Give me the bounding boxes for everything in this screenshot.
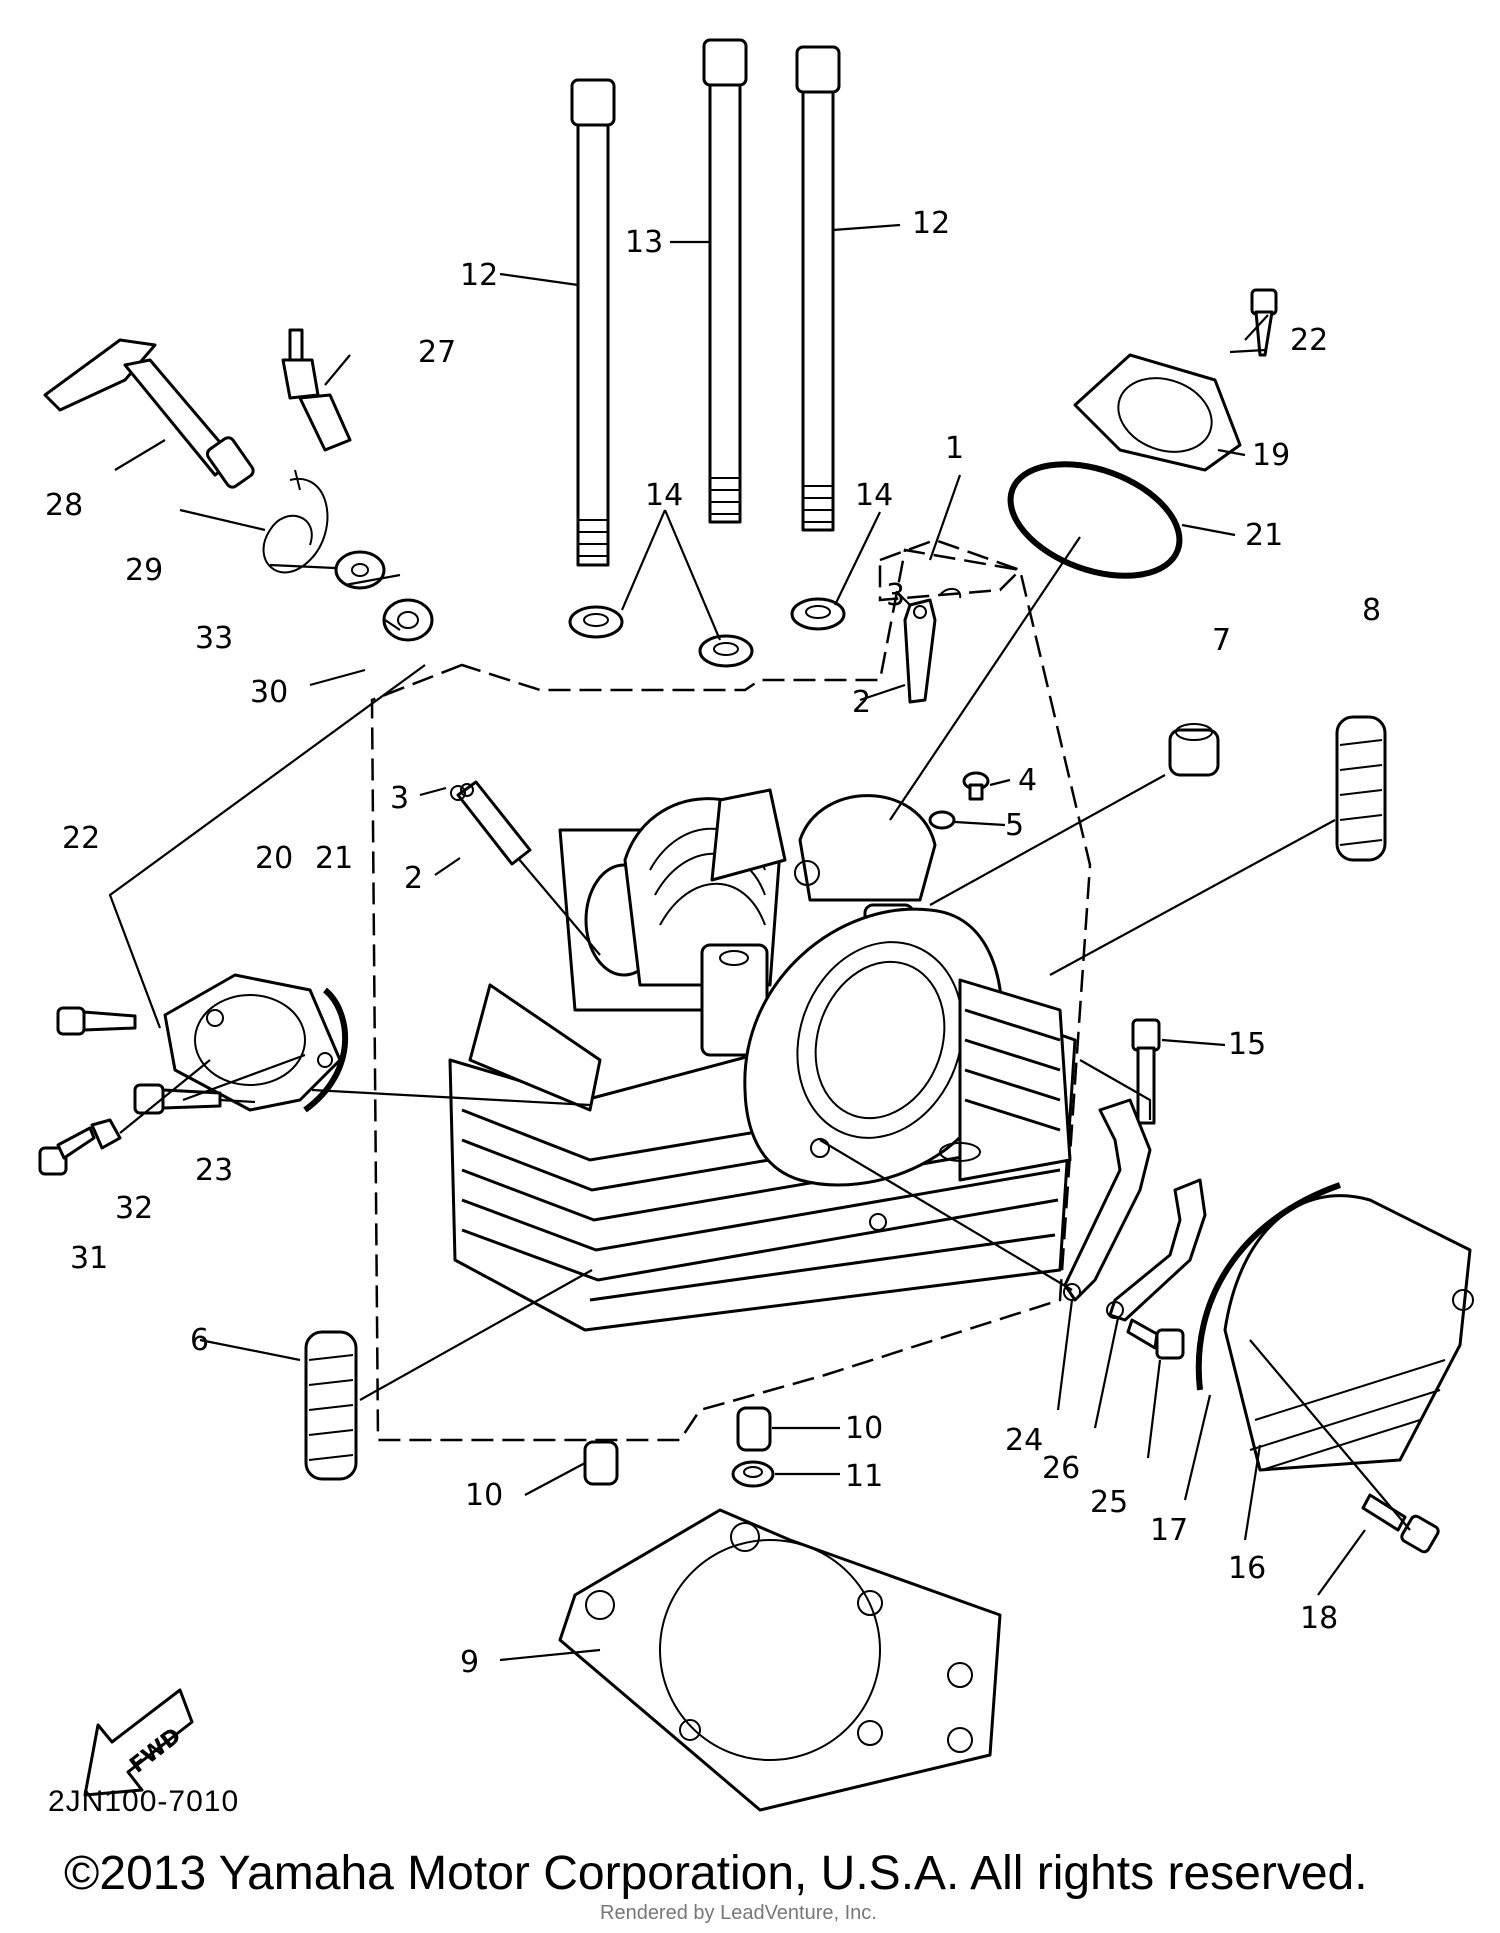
valve-guide-upper (903, 598, 937, 704)
seal-10-left (583, 1440, 619, 1486)
gasket-17 (1195, 1182, 1341, 1391)
callout-1: 1 (945, 431, 964, 466)
callout-8: 8 (1362, 593, 1381, 628)
dowel-pin-6 (304, 1330, 358, 1481)
head-gasket (558, 1508, 1002, 1812)
screw-4 (962, 771, 990, 801)
callout-28: 28 (45, 488, 83, 523)
bolt-washer-right (790, 597, 846, 631)
callout-3-upper: 3 (886, 578, 905, 613)
callout-2-lower: 2 (404, 861, 423, 896)
bolt-22-upper (1250, 288, 1278, 357)
callout-24: 24 (1005, 1423, 1043, 1458)
assembly-boundary-head (370, 548, 1092, 1442)
valve-guide-clip-upper (939, 587, 962, 599)
callout-13: 13 (625, 225, 663, 260)
flange-19 (1073, 353, 1242, 472)
callout-18: 18 (1300, 1601, 1338, 1636)
drawing-code: 2JN100-7010 (48, 1785, 240, 1818)
callout-9: 9 (460, 1645, 479, 1680)
callout-21-left: 21 (315, 841, 353, 876)
callout-32: 32 (115, 1191, 153, 1226)
seal-30 (382, 598, 434, 642)
spark-plug (281, 328, 352, 452)
valve-guide-clip-lower (450, 785, 466, 801)
callout-31: 31 (70, 1241, 108, 1276)
bracket-26 (1106, 1178, 1207, 1322)
plug-7 (1168, 723, 1220, 777)
callout-25: 25 (1090, 1485, 1128, 1520)
leader-lines (108, 223, 1411, 1662)
side-cover-20 (163, 973, 342, 1112)
callout-19: 19 (1252, 438, 1290, 473)
callout-12-left: 12 (460, 258, 498, 293)
tappet-cover-16 (1223, 1194, 1474, 1472)
washer-5 (928, 810, 956, 830)
callout-6: 6 (190, 1323, 209, 1358)
bolt-18 (1361, 1493, 1440, 1554)
assembly-boundary-valve (878, 538, 1023, 602)
cylinder-head (448, 788, 1077, 1332)
callout-16: 16 (1228, 1551, 1266, 1586)
callout-17: 17 (1150, 1513, 1188, 1548)
callout-23: 23 (195, 1153, 233, 1188)
head-bolt-right (795, 45, 841, 532)
callout-10-left: 10 (465, 1478, 503, 1513)
seal-10-right (736, 1406, 772, 1452)
callout-7: 7 (1212, 623, 1231, 658)
callout-15: 15 (1228, 1027, 1266, 1062)
valve-guide-lower (456, 780, 532, 866)
copyright-notice: ©2013 Yamaha Motor Corporation, U.S.A. A… (64, 1847, 1368, 1900)
callout-14-left: 14 (645, 478, 683, 513)
callout-4: 4 (1018, 763, 1037, 798)
callout-11: 11 (845, 1459, 883, 1494)
spring-29 (262, 469, 329, 574)
bolt-31 (38, 1126, 96, 1176)
o-ring-21-upper (1007, 461, 1183, 579)
o-ring-21-left (303, 987, 349, 1113)
callout-30: 30 (250, 675, 288, 710)
nut-32 (90, 1118, 122, 1150)
fwd-arrow-icon: FWD (83, 1688, 194, 1797)
callout-5: 5 (1005, 808, 1024, 843)
bolt-25 (1126, 1318, 1185, 1360)
callout-27: 27 (418, 335, 456, 370)
washer-11 (731, 1460, 775, 1488)
bolt-washer-center (698, 634, 754, 668)
callout-22-upper: 22 (1290, 323, 1328, 358)
callout-20: 20 (255, 841, 293, 876)
callout-12-right: 12 (912, 206, 950, 241)
callout-21-upper: 21 (1245, 518, 1283, 553)
callout-14-right: 14 (855, 478, 893, 513)
callout-29: 29 (125, 553, 163, 588)
head-bolt-center (702, 38, 748, 524)
head-bolt-left (570, 78, 616, 567)
callout-33: 33 (195, 621, 233, 656)
callout-2-upper: 2 (852, 685, 871, 720)
callout-26: 26 (1042, 1451, 1080, 1486)
bolt-23 (133, 1083, 222, 1115)
callout-10-right: 10 (845, 1411, 883, 1446)
stud-bolt-15 (1131, 1018, 1161, 1125)
rendered-by-note: Rendered by LeadVenture, Inc. (600, 1902, 877, 1924)
bolt-washer-left (568, 605, 624, 639)
bracket-24 (1063, 1098, 1152, 1302)
dowel-pin-8 (1335, 715, 1387, 862)
callout-22-left: 22 (62, 821, 100, 856)
callout-3-lower: 3 (390, 781, 409, 816)
bolt-22-left (56, 1006, 137, 1036)
lever-28 (43, 338, 255, 489)
